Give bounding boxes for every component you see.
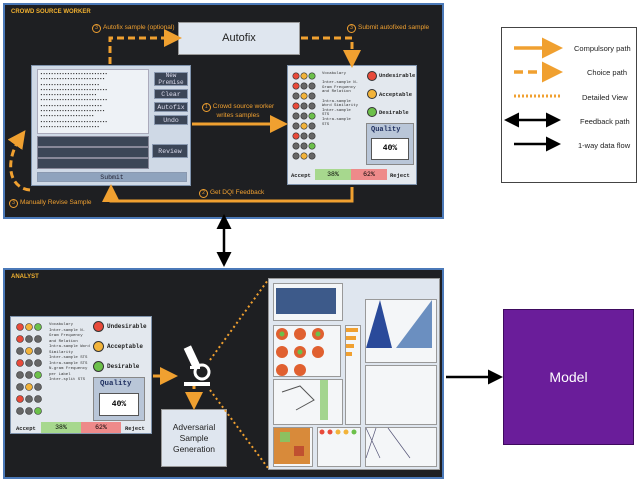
accept-bar: 38%: [315, 169, 351, 180]
reject-bar: 62%: [81, 422, 121, 433]
acceptable-icon: [93, 341, 104, 352]
step-text: Crowd source worker writes samples: [212, 103, 275, 119]
dashboard-violin: [365, 365, 437, 425]
legend-detailed-label: Detailed View: [582, 93, 628, 102]
step-number: 3: [347, 24, 356, 33]
step-text: Autofix sample (optional): [103, 24, 175, 31]
metric-label: Inter-split STS: [49, 378, 86, 382]
quality-panel-analyst: Quality 40%: [93, 377, 145, 421]
metric-label: Inter-sample N-Gram Frequency and Relati…: [322, 81, 359, 95]
sample-rows: [37, 136, 149, 169]
reject-label: Reject: [125, 425, 145, 432]
legend-compulsory-label: Compulsory path: [574, 44, 631, 53]
acceptable-label: Acceptable: [379, 91, 413, 98]
accept-label: Accept: [16, 425, 36, 432]
writing-interface: ▪▪▪▪▪▪▪▪▪▪▪▪▪▪▪▪▪▪▪▪▪▪▪▪▪▪▪▪▪▪▪▪▪▪▪▪▪▪▪▪…: [31, 65, 191, 186]
instruction-lines: ▪▪▪▪▪▪▪▪▪▪▪▪▪▪▪▪▪▪▪▪▪▪▪▪▪▪▪▪▪▪▪▪▪▪▪▪▪▪▪▪…: [40, 72, 108, 130]
desirable-label: Desirable: [379, 109, 409, 116]
step-number: 3: [9, 199, 18, 208]
reject-bar: 62%: [351, 169, 387, 180]
autofix-label: Autofix: [222, 32, 256, 44]
traffic-lights-crowd: [292, 72, 322, 164]
metric-label: Inter-sample N-Gram Frequency and Relati…: [49, 328, 86, 344]
desirable-label: Desirable: [107, 363, 140, 370]
dashboard-heatmap-grid: [273, 325, 341, 377]
model-label: Model: [549, 369, 588, 385]
submit-button[interactable]: Submit: [37, 172, 187, 182]
sample-row[interactable]: [37, 158, 149, 169]
sample-row[interactable]: [37, 136, 149, 147]
metric-label: Intra-sample Word Similarity: [322, 99, 359, 109]
undesirable-label: Undesirable: [107, 323, 147, 330]
analyst-metric-labels: Vocabulary Inter-sample N-Gram Frequency…: [49, 323, 91, 384]
acceptable-icon: [367, 89, 377, 99]
metric-label: Intra-sample STS: [322, 117, 351, 127]
step-text: Submit autofixed sample: [358, 24, 430, 31]
dashboard-matrix: [273, 427, 313, 467]
undo-button[interactable]: Undo: [154, 115, 188, 125]
undesirable-icon: [93, 321, 104, 332]
dashboard-distribution: [365, 299, 437, 363]
dashboard-histogram: [273, 283, 343, 321]
step-number: 1: [201, 103, 211, 112]
metric-label: Inter-sample STS: [322, 108, 351, 118]
adversarial-box: Adversarial Sample Generation: [161, 409, 227, 467]
clear-button[interactable]: Clear: [154, 89, 188, 99]
autofix-box: Autofix: [178, 22, 300, 55]
dashboard-scatter: [273, 379, 343, 425]
crowd-metric-labels: Vocabulary Inter-sample N-Gram Frequency…: [322, 72, 358, 127]
undesirable-icon: [367, 71, 377, 81]
desirable-icon: [93, 361, 104, 372]
instructions-text-area: ▪▪▪▪▪▪▪▪▪▪▪▪▪▪▪▪▪▪▪▪▪▪▪▪▪▪▪▪▪▪▪▪▪▪▪▪▪▪▪▪…: [37, 69, 149, 134]
step-text: Get DQI Feedback: [210, 189, 265, 196]
sample-row[interactable]: [37, 147, 149, 158]
accept-bar: 38%: [41, 422, 81, 433]
step-number: 2: [199, 189, 208, 198]
quality-value: 40%: [99, 393, 139, 416]
metric-label: Vocabulary: [49, 323, 74, 327]
analyst-feedback-card: Vocabulary Inter-sample N-Gram Frequency…: [10, 316, 152, 434]
metric-label: N-gram Frequency per Label: [49, 367, 88, 377]
quality-value: 40%: [371, 138, 409, 160]
metric-label: Vocabulary: [322, 72, 347, 76]
desirable-icon: [367, 107, 377, 117]
model-box: Model: [503, 309, 634, 445]
acceptable-label: Acceptable: [107, 343, 144, 350]
step-text: Manually Revise Sample: [20, 199, 92, 206]
review-button[interactable]: Review: [152, 144, 188, 158]
quality-label: Quality: [100, 380, 132, 388]
metric-label: Inter-sample STS: [49, 356, 88, 360]
autofix-button[interactable]: Autofix: [154, 102, 188, 112]
metric-label: Intra-sample STS: [49, 361, 88, 366]
legend-choice-label: Choice path: [587, 68, 628, 77]
step-number: 3: [92, 24, 101, 33]
reject-label: Reject: [390, 172, 410, 179]
quality-panel-crowd: Quality 40%: [366, 123, 414, 165]
crowd-feedback-card: Vocabulary Inter-sample N-Gram Frequency…: [287, 65, 417, 185]
dashboard-bar-chart: [345, 325, 361, 425]
analyst-panel-title: ANALYST: [11, 274, 39, 280]
accept-label: Accept: [291, 172, 311, 179]
crowd-panel-title: CROWD SOURCE WORKER: [11, 9, 91, 15]
dashboard-small-multiples: [317, 427, 361, 467]
metric-label: Intra-sample Word Similarity: [49, 345, 90, 355]
legend-dataflow-label: 1-way data flow: [578, 141, 631, 150]
legend: Compulsory path Choice path Detailed Vie…: [501, 27, 637, 183]
undesirable-label: Undesirable: [379, 72, 416, 79]
quality-label: Quality: [371, 126, 401, 134]
new-premise-button[interactable]: New Premise: [154, 72, 188, 86]
legend-feedback-label: Feedback path: [580, 117, 630, 126]
detailed-view-dashboard: [268, 278, 440, 470]
adversarial-label: Adversarial Sample Generation: [172, 421, 216, 454]
dashboard-parallel: [365, 427, 437, 467]
